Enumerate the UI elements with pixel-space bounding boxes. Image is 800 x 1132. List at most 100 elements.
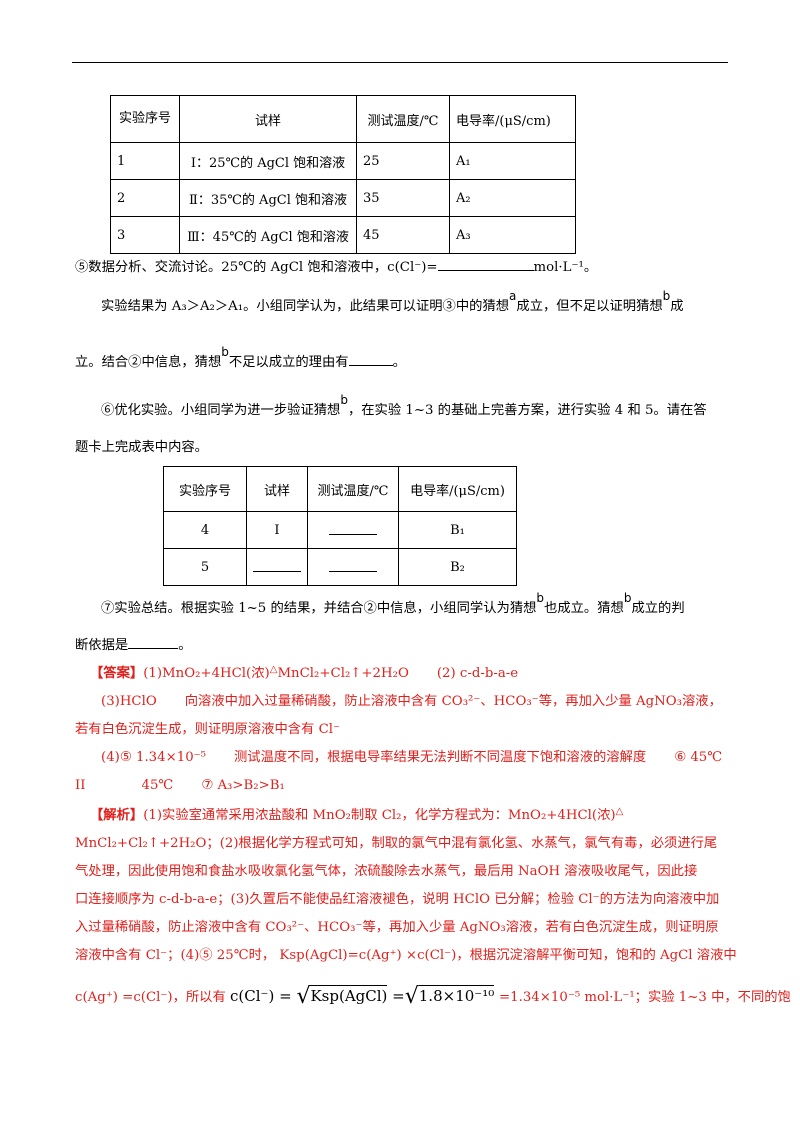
table-cell: B₂ xyxy=(398,548,517,586)
guess-label: b xyxy=(340,393,348,407)
paragraph-result: 实验结果为 A₃＞A₂＞A₁。小组同学认为，此结果可以证明③中的猜想a成立，但不… xyxy=(101,289,761,317)
answer-blank xyxy=(329,559,377,572)
answer-blank xyxy=(437,258,534,271)
header-cell: 电导率/(μS/cm) xyxy=(398,466,517,512)
sqrt-icon: √ xyxy=(404,984,419,1009)
answer-blank xyxy=(128,636,179,649)
table-cell: Ⅱ：35℃的 AgCl 饱和溶液 xyxy=(179,179,357,217)
formula-ksp: Ksp(AgCl) xyxy=(310,985,388,1005)
paragraph-step6-cont: 题卡上完成表中内容。 xyxy=(75,440,208,455)
table-row: 5 B₂ xyxy=(163,548,517,586)
paragraph-reason: 立。结合②中信息，猜想b不足以成立的理由有。 xyxy=(75,345,735,373)
text-span: 成立，但不足以证明猜想 xyxy=(516,299,663,314)
header-cell: 试样 xyxy=(179,95,357,143)
text-span: II xyxy=(75,778,86,793)
guess-label: b xyxy=(221,345,229,359)
answer-blank xyxy=(253,559,301,572)
table-row: 4 Ⅰ B₁ xyxy=(163,511,517,549)
text-span: (4)⑤ 1.34×10⁻⁵ xyxy=(101,750,206,765)
table-cell: Ⅰ xyxy=(246,511,308,549)
header-cell: 实验序号 xyxy=(110,95,180,143)
table-cell: B₁ xyxy=(398,511,517,549)
table-header-row: 实验序号 试样 测试温度/℃ 电导率/(μS/cm) xyxy=(110,95,576,143)
experiment-table-2: 实验序号 试样 测试温度/℃ 电导率/(μS/cm) 4 Ⅰ B₁ 5 B₂ xyxy=(163,466,517,586)
answer-line-1: 【答案】(1)MnO₂+4HCl(浓)△MnCl₂+Cl₂↑+2H₂O (2) c… xyxy=(90,664,750,685)
text-span: 向溶液中加入过量稀硝酸，防止溶液中含有 CO₃²⁻、HCO₃⁻等，再加入少量 A… xyxy=(184,694,722,709)
answer-line-3: 若有白色沉淀生成，则证明原溶液中含有 Cl⁻ xyxy=(75,722,341,737)
formula-lhs: c(Cl⁻) = xyxy=(230,987,292,1005)
heating-delta-icon: △ xyxy=(615,806,624,817)
paragraph-step7: ⑦实验总结。根据实验 1~5 的结果，并结合②中信息，小组同学认为猜想b也成立。… xyxy=(101,591,761,619)
text-span: 。 xyxy=(392,355,406,370)
table-cell: Ⅲ：45℃的 AgCl 饱和溶液 xyxy=(179,216,357,254)
text-span: 也成立。猜想 xyxy=(544,601,624,616)
text-span: (1)MnO₂+4HCl(浓) xyxy=(143,666,270,681)
formula-value: 1.8×10⁻¹⁰ xyxy=(418,985,495,1005)
table-row: 2 Ⅱ：35℃的 AgCl 饱和溶液 35 A₂ xyxy=(110,179,576,217)
table-cell: 2 xyxy=(110,179,180,217)
text-span: 断依据是 xyxy=(75,638,129,653)
answer-blank xyxy=(348,353,393,366)
table-cell: 45 xyxy=(356,216,450,254)
paragraph-step7-cont: 断依据是 。 xyxy=(75,636,735,656)
table-cell: A₃ xyxy=(449,216,576,254)
text-span: (3)HClO xyxy=(101,694,157,709)
guess-label: b xyxy=(623,591,632,605)
table-cell: 5 xyxy=(163,548,247,586)
answer-line-5: II 45℃ ⑦ A₃>B₂>B₁ xyxy=(75,776,735,796)
text-span: 。 xyxy=(178,638,192,653)
text-span: ⑥ 45℃ xyxy=(674,750,723,765)
table-row: 3 Ⅲ：45℃的 AgCl 饱和溶液 45 A₃ xyxy=(110,216,576,254)
text-span: ⑦ A₃>B₂>B₁ xyxy=(201,778,285,793)
ksp-formula: c(Cl⁻) = √Ksp(AgCl) =√1.8×10⁻¹⁰ xyxy=(230,984,495,1009)
sqrt-icon: √ xyxy=(296,984,311,1009)
guess-label: a xyxy=(509,289,517,303)
header-cell: 试样 xyxy=(246,466,308,512)
text-span: mol·L⁻¹。 xyxy=(533,260,598,275)
text-span: ，在实验 1~3 的基础上完善方案，进行实验 4 和 5。请在答 xyxy=(347,403,707,418)
guess-label: b xyxy=(536,591,545,605)
paragraph-step5: ⑤数据分析、交流讨论。25℃的 AgCl 饱和溶液中，c(Cl⁻)= mol·L⁻… xyxy=(75,258,735,278)
table-cell: Ⅰ：25℃的 AgCl 饱和溶液 xyxy=(179,142,357,180)
text-span: 实验结果为 A₃＞A₂＞A₁。小组同学认为，此结果可以证明③中的猜想 xyxy=(101,299,510,314)
analysis-label: 【解析】 xyxy=(90,808,144,823)
text-span: 不足以成立的理由有 xyxy=(228,355,349,370)
table-cell: 4 xyxy=(163,511,247,549)
text-span: 成立的判 xyxy=(631,601,685,616)
text-span: MnCl₂+Cl₂↑+2H₂O xyxy=(277,666,409,681)
table-cell: A₁ xyxy=(449,142,576,180)
answer-blank xyxy=(329,522,377,535)
table-header-row: 实验序号 试样 测试温度/℃ 电导率/(μS/cm) xyxy=(163,466,517,512)
text-span: 45℃ xyxy=(141,778,174,793)
paragraph-step6: ⑥优化实验。小组同学为进一步验证猜想b，在实验 1~3 的基础上完善方案，进行实… xyxy=(101,393,761,421)
text-span: 测试温度不同，根据电导率结果无法判断不同温度下饱和溶液的溶解度 xyxy=(234,750,647,765)
heating-delta-icon: △ xyxy=(269,664,278,675)
header-cell: 测试温度/℃ xyxy=(356,95,450,143)
guess-label: b xyxy=(662,289,671,303)
text-span: ⑤数据分析、交流讨论。25℃的 AgCl 饱和溶液中，c(Cl⁻)= xyxy=(75,260,438,275)
text-span: (2) c-d-b-a-e xyxy=(436,666,519,681)
text-span: =1.34×10⁻⁵ mol·L⁻¹；实验 1~3 中，不同的饱 xyxy=(499,990,791,1005)
table-row: 1 Ⅰ：25℃的 AgCl 饱和溶液 25 A₁ xyxy=(110,142,576,180)
table-cell: 25 xyxy=(356,142,450,180)
table-cell: 3 xyxy=(110,216,180,254)
analysis-line-3: 气处理，因此使用饱和食盐水吸收氯化氢气体，浓硫酸除去水蒸气，最后用 NaOH 溶… xyxy=(75,864,698,879)
analysis-line-7: c(Ag⁺) =c(Cl⁻)，所以有 c(Cl⁻) = √Ksp(AgCl) =… xyxy=(75,984,791,1009)
table-cell: A₂ xyxy=(449,179,576,217)
table-cell: 35 xyxy=(356,179,450,217)
text-span: ⑦实验总结。根据实验 1~5 的结果，并结合②中信息，小组同学认为猜想 xyxy=(101,601,537,616)
analysis-line-2: MnCl₂+Cl₂↑+2H₂O；(2)根据化学方程式可知，制取的氯气中混有氯化氢… xyxy=(75,836,718,851)
header-cell: 测试温度/℃ xyxy=(307,466,399,512)
answer-line-2: (3)HClO 向溶液中加入过量稀硝酸，防止溶液中含有 CO₃²⁻、HCO₃⁻等，… xyxy=(101,692,761,712)
header-rule xyxy=(72,62,728,63)
analysis-line-1: 【解析】(1)实验室通常采用浓盐酸和 MnO₂制取 Cl₂，化学方程式为：MnO… xyxy=(90,806,750,827)
header-cell: 实验序号 xyxy=(163,466,247,512)
table-cell xyxy=(246,548,308,586)
answer-line-4: (4)⑤ 1.34×10⁻⁵ 测试温度不同，根据电导率结果无法判断不同温度下饱和溶… xyxy=(101,748,761,768)
table-cell: 1 xyxy=(110,142,180,180)
text-span: c(Ag⁺) =c(Cl⁻)，所以有 xyxy=(75,990,226,1005)
answer-label: 【答案】 xyxy=(90,666,144,681)
table-cell xyxy=(307,511,399,549)
analysis-line-4: 口连接顺序为 c-d-b-a-e；(3)久置后不能使品红溶液褪色，说明 HClO… xyxy=(75,892,720,907)
